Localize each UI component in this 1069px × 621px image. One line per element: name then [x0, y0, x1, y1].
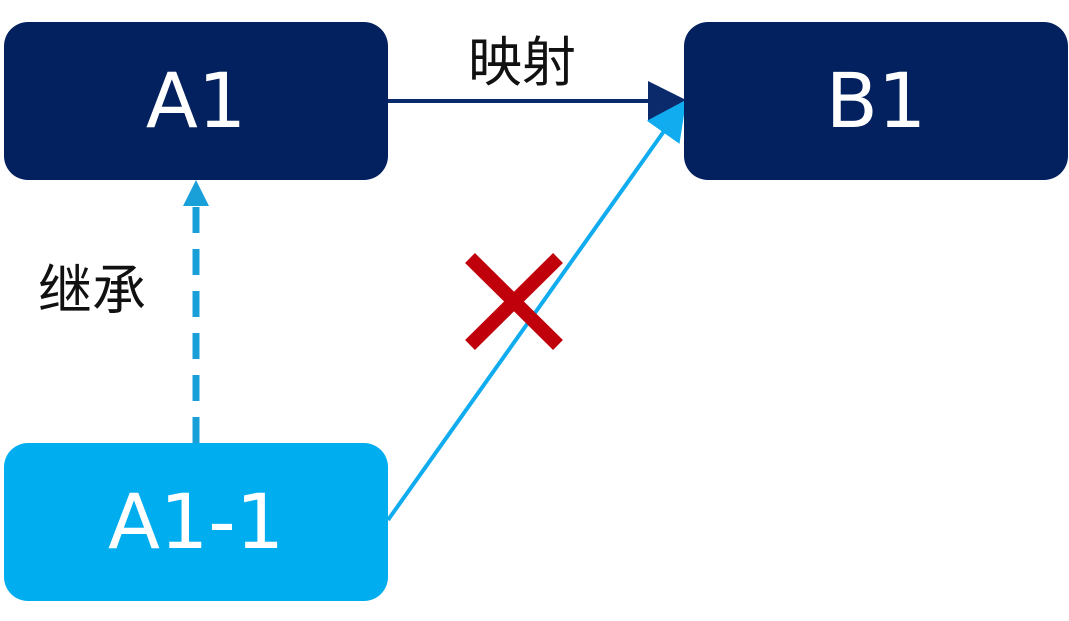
invalid-mapping-arrow: [386, 99, 687, 522]
node-a1-1: A1-1: [4, 443, 388, 601]
node-b1: B1: [684, 22, 1068, 180]
node-a1: A1: [4, 22, 388, 180]
cross-icon: [465, 253, 563, 350]
mapping-label: 映射: [468, 31, 576, 94]
inherit-label: 继承: [38, 259, 146, 322]
inherit-arrowhead: [183, 180, 209, 206]
